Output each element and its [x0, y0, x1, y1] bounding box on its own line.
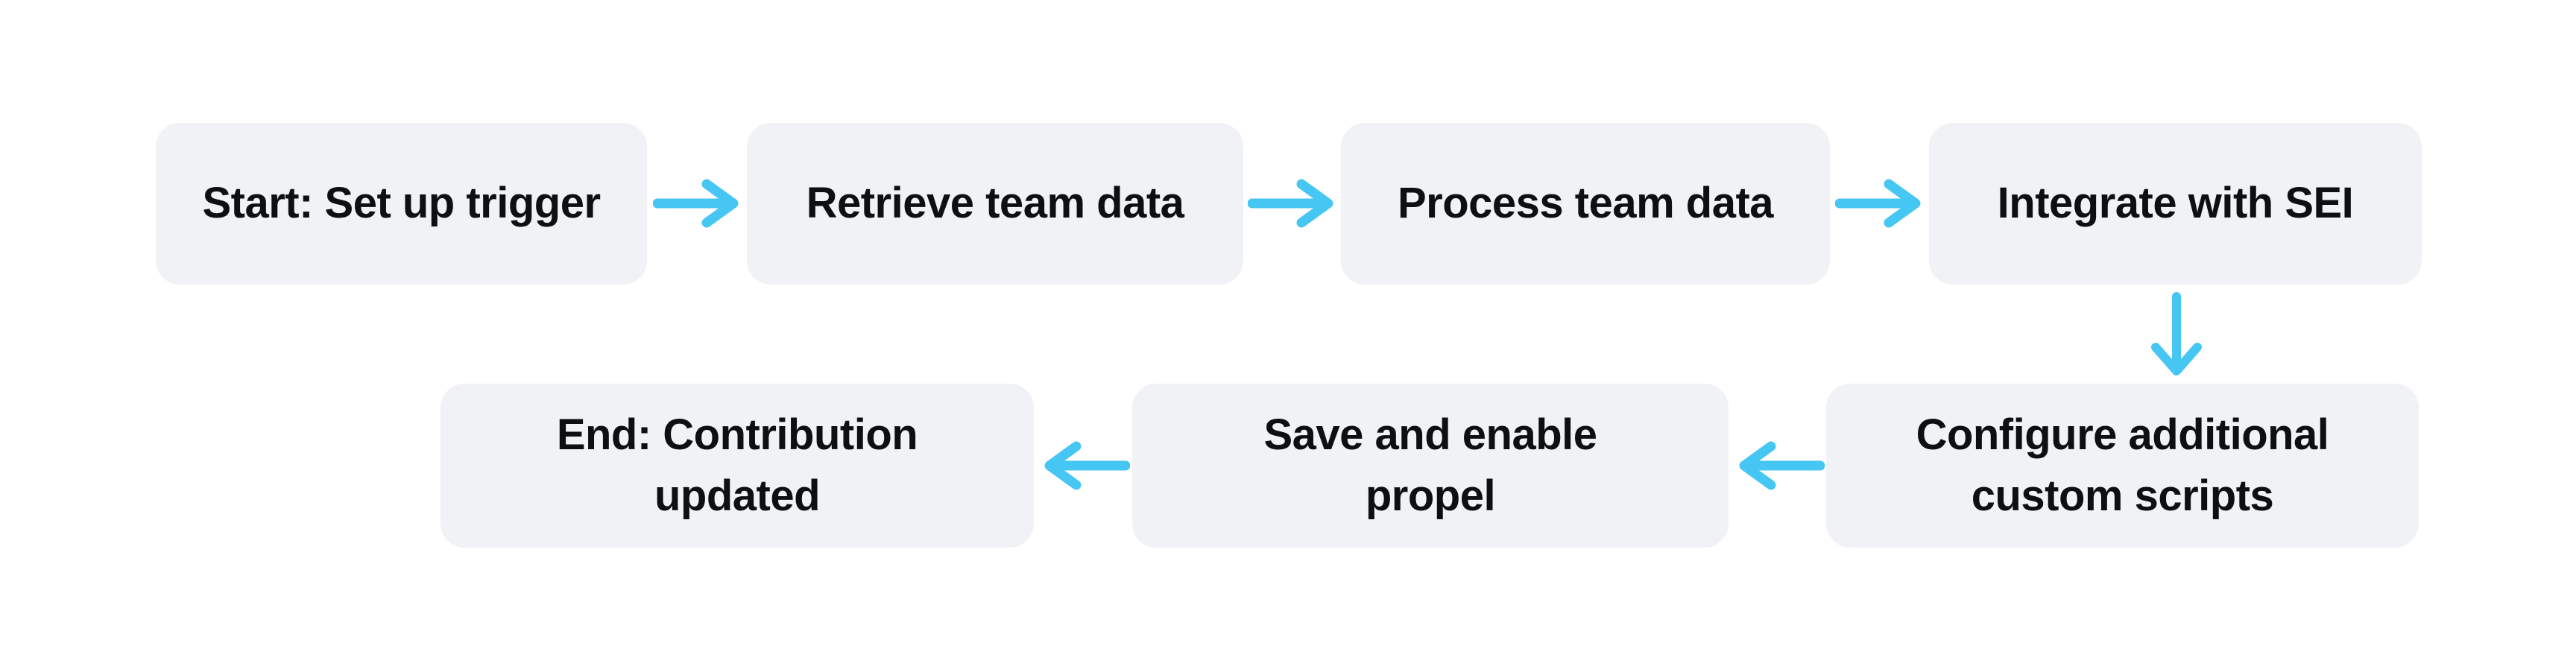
flow-node-configure-custom-scripts: Configure additional custom scripts	[1826, 384, 2419, 548]
arrow-down-icon	[2149, 292, 2204, 380]
flow-node-retrieve-team-data: Retrieve team data	[747, 123, 1243, 285]
flow-node-start: Start: Set up trigger	[156, 123, 647, 285]
flow-node-start-label: Start: Set up trigger	[202, 179, 601, 228]
arrow-right-icon	[653, 177, 742, 229]
flow-node-integrate-with-sei-label: Integrate with SEI	[1997, 179, 2354, 228]
flow-node-integrate-with-sei: Integrate with SEI	[1929, 123, 2422, 285]
arrow-right-icon	[1248, 177, 1337, 229]
flow-node-save-and-enable-propel-label: Save and enable propel	[1263, 410, 1597, 520]
flow-node-retrieve-team-data-label: Retrieve team data	[806, 179, 1184, 228]
arrow-left-icon	[1041, 440, 1130, 492]
flow-node-end: End: Contribution updated	[441, 384, 1034, 548]
flow-node-process-team-data: Process team data	[1341, 123, 1830, 285]
flow-node-end-label: End: Contribution updated	[556, 410, 918, 520]
flow-node-process-team-data-label: Process team data	[1397, 179, 1774, 228]
flow-node-save-and-enable-propel: Save and enable propel	[1132, 384, 1729, 548]
arrow-right-icon	[1835, 177, 1925, 229]
arrow-left-icon	[1735, 440, 1825, 492]
flow-node-configure-custom-scripts-label: Configure additional custom scripts	[1916, 410, 2329, 520]
